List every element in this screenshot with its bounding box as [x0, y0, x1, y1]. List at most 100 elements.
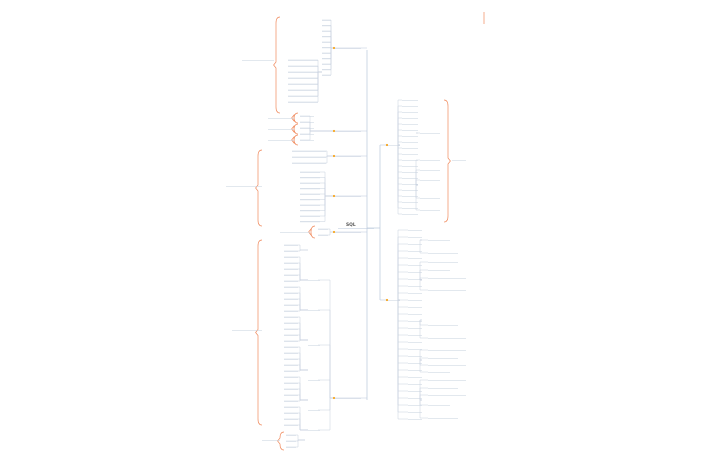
leaf-connector — [419, 357, 428, 361]
leaf-connector — [300, 130, 335, 141]
leaf-connector — [419, 394, 428, 401]
leaf-connector — [397, 250, 408, 301]
summary-bracket — [291, 112, 299, 124]
leaf-connector — [415, 184, 420, 199]
summary-brackets — [255, 12, 485, 451]
leaf-connector — [397, 99, 402, 146]
leaf-connector — [284, 346, 308, 371]
summary-bracket — [273, 16, 281, 114]
leaf-connector — [284, 412, 308, 431]
leaf-connector — [292, 155, 335, 164]
leaf-connector — [300, 121, 335, 132]
leaf-connector — [300, 195, 335, 211]
orange-dot-icon — [332, 194, 336, 198]
sub-branch-connector — [318, 397, 335, 411]
leaf-connector — [397, 111, 402, 146]
orange-dot-icon — [385, 298, 389, 302]
leaf-connector — [284, 418, 308, 431]
sub-branch-connector — [318, 397, 335, 431]
leaf-connector — [300, 195, 335, 217]
connector-lines — [284, 19, 428, 448]
leaf-connector — [284, 352, 308, 371]
leaf-connector — [397, 144, 402, 215]
leaf-connector — [284, 358, 308, 371]
leaf-connector — [284, 339, 308, 342]
leaf-connector — [284, 334, 308, 341]
leaf-connector — [419, 349, 428, 361]
leaf-connector — [284, 376, 308, 401]
leaf-connector — [397, 299, 408, 308]
orange-dot-icon — [332, 230, 336, 234]
leaf-connector — [397, 299, 408, 420]
leaf-connector — [322, 47, 335, 54]
leaf-connector — [322, 30, 335, 49]
leaf-connector — [397, 144, 402, 161]
leaf-connector — [397, 144, 402, 191]
leaf-connector — [286, 434, 305, 441]
leaf-connector — [286, 439, 305, 448]
orange-dot-icon — [332, 396, 336, 400]
leaf-connector — [284, 256, 308, 281]
leaf-connector — [284, 328, 308, 341]
leaf-connector — [284, 399, 308, 402]
leaf-connector — [284, 382, 308, 401]
summary-bracket — [291, 123, 299, 135]
leaf-connector — [300, 130, 335, 135]
leaf-connector — [397, 299, 408, 392]
leaf-connector — [284, 292, 308, 311]
leaf-connector — [419, 359, 428, 373]
leaf-connector — [284, 369, 308, 372]
leaf-connector — [322, 47, 335, 76]
leaf-connector — [284, 298, 308, 311]
sub-branch-connector — [318, 279, 335, 399]
leaf-connector — [397, 141, 402, 146]
leaf-connector — [300, 188, 335, 197]
leaf-connector — [397, 144, 402, 209]
leaf-connector — [284, 388, 308, 401]
leaf-connector — [397, 236, 408, 301]
leaf-connector — [322, 41, 335, 49]
leaf-connector — [284, 316, 308, 341]
sub-branch-connector — [318, 344, 335, 399]
leaf-connector — [284, 406, 308, 431]
leaf-connector — [397, 135, 402, 146]
orange-dot-icon — [332, 129, 336, 133]
central-topic[interactable]: SQL — [338, 222, 374, 229]
leaf-connector — [397, 299, 408, 406]
leaf-connector — [397, 299, 408, 378]
leaf-connector — [288, 71, 322, 103]
leaf-connector — [284, 424, 308, 431]
summary-bracket — [255, 239, 263, 426]
leaf-connector — [397, 117, 402, 146]
sub-branch-connector — [318, 309, 335, 399]
leaf-connector — [415, 184, 420, 211]
leaf-connector — [284, 249, 308, 252]
leaf-connector — [284, 309, 308, 312]
leaf-connector — [397, 292, 408, 301]
leaf-connector — [300, 171, 335, 197]
orange-dot-icon — [332, 46, 336, 50]
leaf-connector — [284, 279, 308, 282]
leaf-connector — [322, 47, 335, 65]
leaf-connector — [397, 144, 402, 173]
leaf-connector — [284, 244, 308, 251]
topic-nodes — [226, 20, 466, 448]
leaf-connector — [284, 394, 308, 401]
leaf-connector — [419, 379, 428, 401]
leaf-connector — [397, 144, 402, 203]
leaf-connector — [288, 71, 322, 79]
leaf-connector — [419, 319, 428, 339]
leaf-connector — [419, 261, 428, 281]
leaf-connector — [300, 195, 335, 222]
leaf-connector — [419, 239, 428, 254]
sub-branch-connector — [318, 379, 335, 399]
leaf-connector — [397, 264, 408, 301]
leaf-connector — [397, 129, 402, 146]
summary-bracket — [291, 134, 299, 146]
leaf-connector — [397, 299, 408, 364]
leaf-connector — [397, 299, 408, 336]
leaf-connector — [284, 286, 308, 311]
leaf-connector — [397, 299, 408, 350]
leaf-connector — [284, 268, 308, 281]
